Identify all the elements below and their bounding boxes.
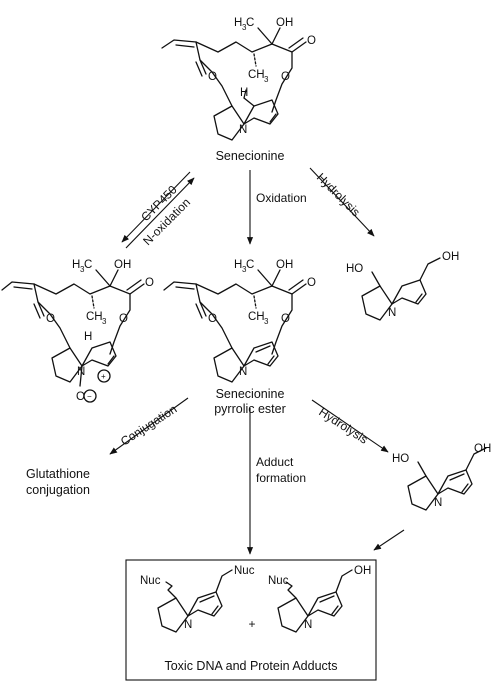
arrow-conjugation [109,397,189,455]
atom-sub: 3 [264,317,269,326]
retronecine-structure: HO OH N [346,251,459,321]
atom-n: N [184,619,192,631]
atom-oh: OH [114,259,131,271]
atom-oh: OH [276,17,293,29]
atom-ho: HO [346,263,363,275]
pyrrolic-ester-label-line1: Senecionine [216,387,285,401]
adduct-structure-1: Nuc Nuc N [140,565,255,633]
oxidation-label: Oxidation [256,191,307,205]
atom-c: C [246,17,254,29]
atom-o: O [307,277,316,289]
atom-o: O [281,71,290,83]
atom-n: N [239,366,247,378]
adduct-structure-2: Nuc OH N [268,565,371,633]
arrow-n-oxidation-forward [121,171,191,243]
arrow-hydrolysis-2 [311,399,389,453]
atom-n: N [388,307,396,319]
plus-charge: + [101,372,106,381]
atom-ch: CH [248,311,265,323]
reaction-arrows [109,167,405,555]
atom-ho: HO [392,453,409,465]
negative-charge-circle [83,389,97,403]
pyrrolic-ester-label-line2: pyrrolic ester [214,402,286,416]
arrow-hydrolysis-1 [309,167,375,237]
atom-o: O [208,313,217,325]
atom-nuc: Nuc [234,565,255,577]
atom-c: C [246,259,254,271]
positive-charge-circle [97,369,111,383]
atom-sub: 3 [102,317,107,326]
hydrolysis-label-2: Hydrolysis [316,405,370,447]
atom-o: O [46,313,55,325]
atom-oh: OH [354,565,371,577]
senecionine-structure: O O O OH H 3 C CH 3 H N [161,17,316,141]
arrow-necine-to-adduct [373,529,405,551]
atom-sub: 3 [242,23,247,32]
adducts-box [125,559,377,681]
atom-oh: OH [442,251,459,263]
senecionine-label: Senecionine [216,149,285,163]
atom-oh: OH [474,443,491,455]
atom-n: N [304,619,312,631]
adduct-label-line2: formation [256,471,306,485]
plus-sign: + [248,617,255,631]
atom-o: O [281,313,290,325]
atom-ch: CH [86,311,103,323]
atom-oh: OH [276,259,293,271]
atom-h: H [72,259,80,271]
atom-o: O [145,277,154,289]
atom-o: O [208,71,217,83]
atom-nuc: Nuc [268,575,289,587]
dehydroretronecine-structure: HO OH N [392,443,491,511]
adducts-caption: Toxic DNA and Protein Adducts [164,659,337,673]
conjugation-label: Conjugation [118,402,179,449]
senecionine-pyrrolic-ester-structure: O O O OH H 3 C CH 3 N [163,259,316,383]
atom-h: H [234,17,242,29]
arrow-n-oxidation-reverse [125,177,195,249]
atom-n: N [77,366,85,378]
atom-n: N [434,497,442,509]
senecionine-n-oxide-structure: O O O OH H 3 C CH 3 H N O + − [1,259,154,403]
atom-o: O [307,35,316,47]
atom-sub: 3 [80,265,85,274]
atom-h: H [84,331,92,343]
atom-sub: 3 [264,75,269,84]
atom-nuc: Nuc [140,575,161,587]
atom-ch: CH [248,69,265,81]
atom-o: O [119,313,128,325]
minus-charge: − [87,392,92,401]
atom-o: O [76,391,85,403]
atom-h: H [240,87,248,99]
glutathione-label-line1: Glutathione [26,467,90,481]
atom-sub: 3 [242,265,247,274]
atom-h: H [234,259,242,271]
atom-n: N [239,124,247,136]
adduct-label-line1: Adduct [256,455,294,469]
atom-c: C [84,259,92,271]
glutathione-label-line2: conjugation [26,483,90,497]
hydrolysis-label-1: Hydrolysis [314,170,363,219]
